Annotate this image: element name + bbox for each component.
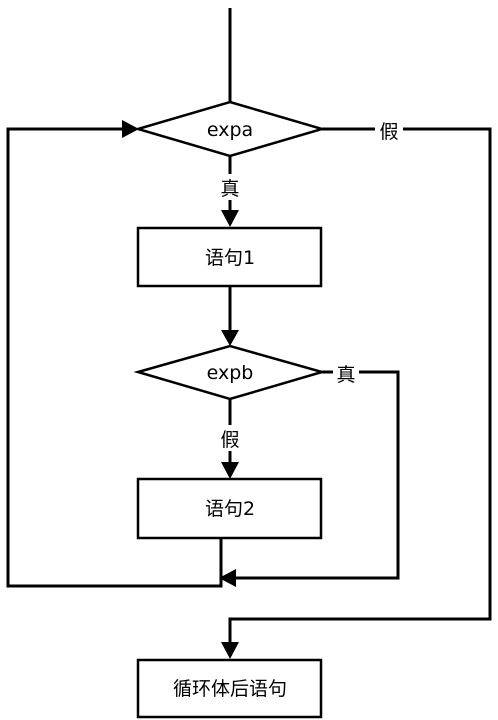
stmt-2-label: 语句2 [205,498,255,520]
process-stmt-1: 语句1 [136,226,323,288]
process-stmt-2: 语句2 [136,477,323,540]
edge-cond-a-false: 假 [221,117,492,659]
cond-b-label: expb [207,362,254,384]
cond-b-true-label: 真 [336,364,355,386]
after-loop-label: 循环体后语句 [173,678,287,700]
cond-a-false-label: 假 [379,121,398,143]
decision-cond-b: expb [133,344,327,401]
cond-b-false-label: 假 [220,429,239,451]
cond-a-label: expa [207,119,253,141]
decision-cond-a: expa [133,100,327,158]
stmt-1-label: 语句1 [205,247,255,269]
edge-loop-back-to-cond-a [6,120,223,588]
process-after-loop: 循环体后语句 [136,658,323,719]
edge-cond-b-true: 真 [219,360,400,587]
cond-a-true-label: 真 [220,178,239,200]
edge-cond-b-false: 假 [217,399,243,479]
edge-cond-a-true: 真 [217,156,243,227]
edge-stmt-1-to-cond-b [221,286,239,346]
